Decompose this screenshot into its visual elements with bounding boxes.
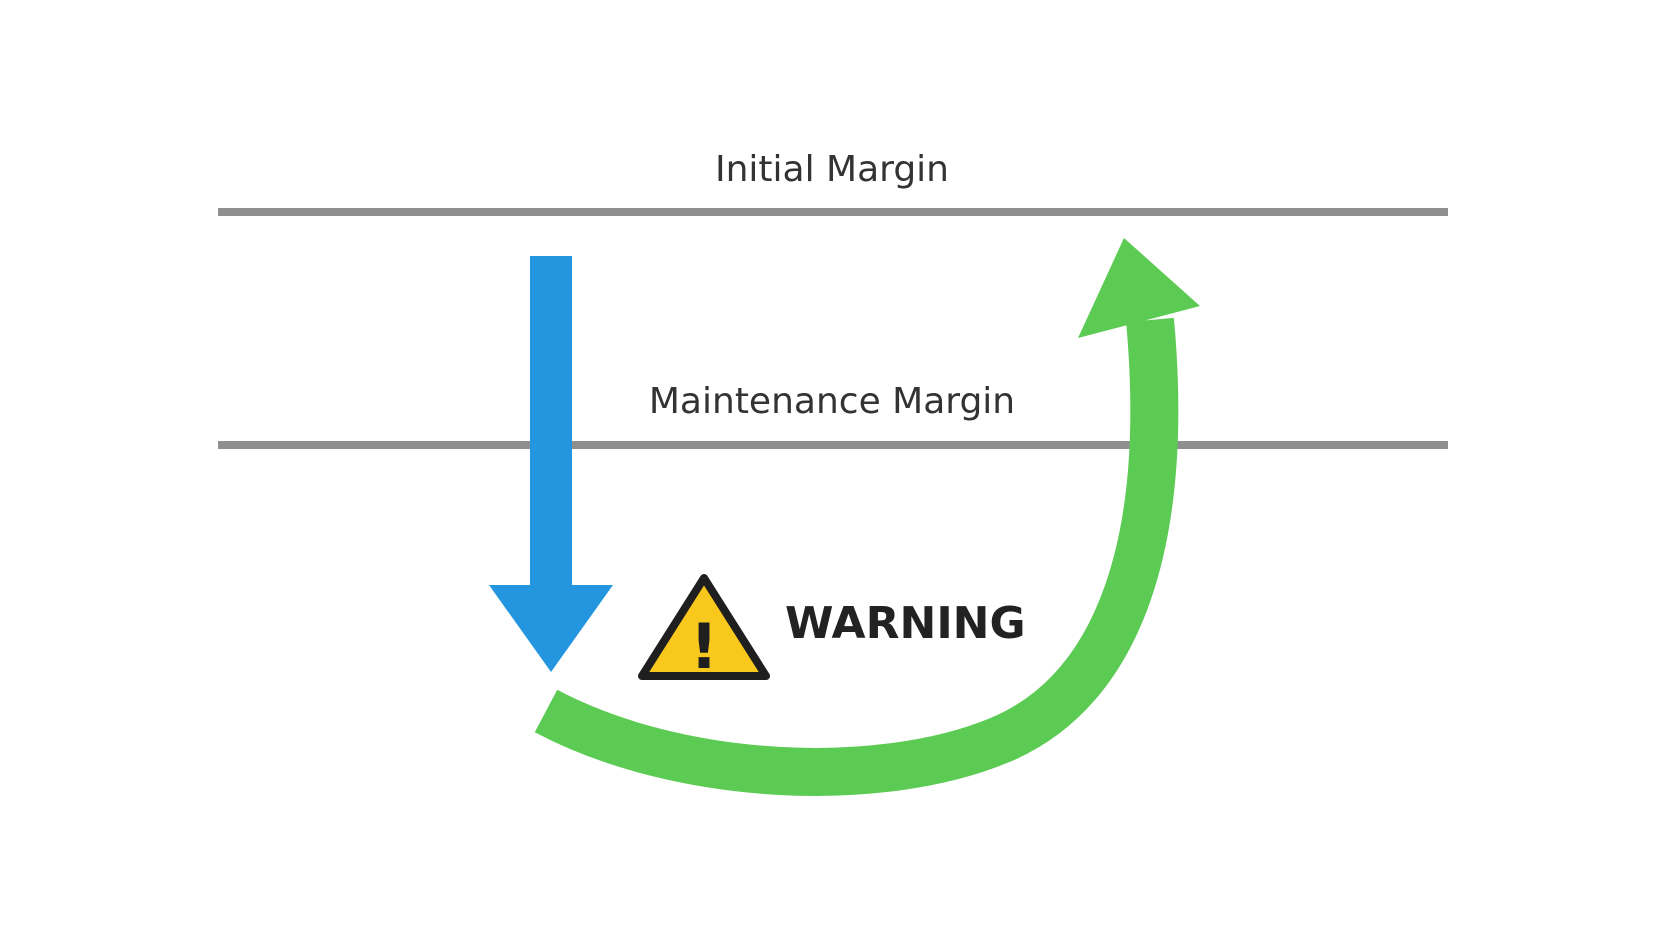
warning-label: WARNING xyxy=(785,598,1026,649)
down-arrow-head xyxy=(489,585,613,672)
initial-margin-label: Initial Margin xyxy=(715,149,949,190)
maintenance-margin-label: Maintenance Margin xyxy=(649,381,1015,422)
down-arrow-shaft xyxy=(530,256,572,588)
recovery-arrow-head xyxy=(1078,238,1200,338)
down-arrow-icon xyxy=(489,256,613,672)
warning-triangle-icon: ! xyxy=(638,574,770,683)
warning-triangle xyxy=(638,574,770,680)
curved-up-arrow-icon xyxy=(534,238,1200,796)
warning-exclamation-mark: ! xyxy=(690,610,718,683)
recovery-arrow-shaft xyxy=(534,317,1179,796)
